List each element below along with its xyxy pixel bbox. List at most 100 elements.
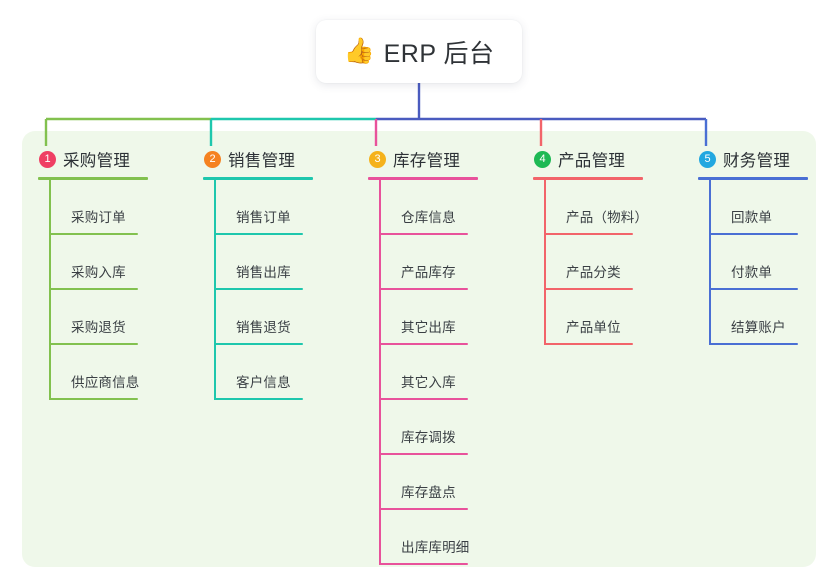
leaf-item[interactable]: 产品分类 (544, 235, 698, 290)
branch-spine-5 (709, 180, 711, 345)
leaf-label: 采购退货 (71, 320, 126, 335)
leaf-underline (379, 343, 468, 345)
leaf-item[interactable]: 销售出库 (214, 235, 368, 290)
leaf-item[interactable]: 其它出库 (379, 290, 533, 345)
leaf-underline (214, 398, 303, 400)
leaf-item[interactable]: 产品单位 (544, 290, 698, 345)
leaf-label: 其它出库 (401, 320, 456, 335)
leaf-item[interactable]: 其它入库 (379, 345, 533, 400)
leaf-item[interactable]: 客户信息 (214, 345, 368, 400)
leaf-underline (379, 563, 468, 565)
leaf-label: 库存调拨 (401, 430, 456, 445)
leaf-item[interactable]: 库存盘点 (379, 455, 533, 510)
branch-items-3: 仓库信息产品库存其它出库其它入库库存调拨库存盘点出库库明细 (368, 180, 533, 565)
branch-title-4: 产品管理 (558, 152, 626, 170)
leaf-label: 采购订单 (71, 210, 126, 225)
branch-items-4: 产品（物料） 产品分类产品单位 (533, 180, 698, 345)
leaf-underline (49, 288, 138, 290)
branch-badge-5: 5 (699, 150, 716, 168)
branch-spine-1 (49, 180, 51, 400)
leaf-underline (49, 398, 138, 400)
leaf-item[interactable]: 库存调拨 (379, 400, 533, 455)
branch-underline-3 (368, 177, 478, 180)
leaf-underline (379, 508, 468, 510)
leaf-item[interactable]: 出库库明细 (379, 510, 533, 565)
leaf-underline (379, 233, 468, 235)
branch-spine-4 (544, 180, 546, 345)
branch-column-1: 1 采购管理采购订单采购入库采购退货供应商信息 (38, 146, 203, 400)
leaf-item[interactable]: 仓库信息 (379, 180, 533, 235)
leaf-item[interactable]: 采购退货 (49, 290, 203, 345)
leaf-label: 结算账户 (731, 320, 786, 335)
leaf-item[interactable]: 产品库存 (379, 235, 533, 290)
leaf-label: 供应商信息 (71, 375, 140, 390)
leaf-item[interactable]: 付款单 (709, 235, 839, 290)
leaf-underline (544, 288, 633, 290)
mindmap-panel (22, 131, 816, 567)
leaf-label: 产品单位 (566, 320, 621, 335)
leaf-underline (214, 288, 303, 290)
branch-title-3: 库存管理 (393, 152, 461, 170)
leaf-label: 付款单 (731, 265, 773, 280)
leaf-item[interactable]: 采购入库 (49, 235, 203, 290)
leaf-item[interactable]: 回款单 (709, 180, 839, 235)
branch-badge-1: 1 (39, 150, 56, 168)
leaf-underline (214, 343, 303, 345)
leaf-label: 采购入库 (71, 265, 126, 280)
branch-badge-3: 3 (369, 150, 386, 168)
leaf-label: 客户信息 (236, 375, 291, 390)
branch-spine-3 (379, 180, 381, 565)
leaf-item[interactable]: 销售退货 (214, 290, 368, 345)
branch-column-3: 3 库存管理仓库信息产品库存其它出库其它入库库存调拨库存盘点出库库明细 (368, 146, 533, 565)
branch-header-3[interactable]: 3 库存管理 (368, 146, 533, 172)
branch-items-2: 销售订单销售出库销售退货客户信息 (203, 180, 368, 400)
leaf-item[interactable]: 产品（物料） (544, 180, 698, 235)
leaf-label: 库存盘点 (401, 485, 456, 500)
branch-title-2: 销售管理 (228, 152, 296, 170)
branch-badge-4: 4 (534, 150, 551, 168)
branch-column-4: 4 产品管理产品（物料） 产品分类产品单位 (533, 146, 698, 345)
leaf-label: 仓库信息 (401, 210, 456, 225)
leaf-underline (544, 233, 633, 235)
leaf-label: 出库库明细 (401, 540, 470, 555)
leaf-item[interactable]: 采购订单 (49, 180, 203, 235)
root-node[interactable]: 👍 ERP 后台 (316, 20, 522, 83)
branch-items-5: 回款单付款单结算账户 (698, 180, 839, 345)
leaf-item[interactable]: 供应商信息 (49, 345, 203, 400)
leaf-label: 销售退货 (236, 320, 291, 335)
leaf-underline (214, 233, 303, 235)
branch-spine-2 (214, 180, 216, 400)
branch-underline-1 (38, 177, 148, 180)
leaf-underline (709, 233, 798, 235)
leaf-underline (49, 343, 138, 345)
thumbs-up-icon: 👍 (343, 37, 375, 65)
branch-items-1: 采购订单采购入库采购退货供应商信息 (38, 180, 203, 400)
leaf-label: 其它入库 (401, 375, 456, 390)
root-title: ERP 后台 (383, 39, 495, 68)
leaf-label: 销售出库 (236, 265, 291, 280)
branch-header-4[interactable]: 4 产品管理 (533, 146, 698, 172)
leaf-underline (379, 288, 468, 290)
branch-underline-4 (533, 177, 643, 180)
leaf-item[interactable]: 销售订单 (214, 180, 368, 235)
branch-title-1: 采购管理 (63, 152, 131, 170)
leaf-label: 产品（物料） (566, 210, 649, 225)
branch-underline-2 (203, 177, 313, 180)
branch-underline-5 (698, 177, 808, 180)
leaf-item[interactable]: 结算账户 (709, 290, 839, 345)
leaf-label: 销售订单 (236, 210, 291, 225)
leaf-underline (544, 343, 633, 345)
leaf-underline (379, 453, 468, 455)
branch-header-1[interactable]: 1 采购管理 (38, 146, 203, 172)
leaf-label: 产品库存 (401, 265, 456, 280)
leaf-underline (709, 288, 798, 290)
leaf-label: 回款单 (731, 210, 773, 225)
leaf-underline (709, 343, 798, 345)
leaf-label: 产品分类 (566, 265, 621, 280)
